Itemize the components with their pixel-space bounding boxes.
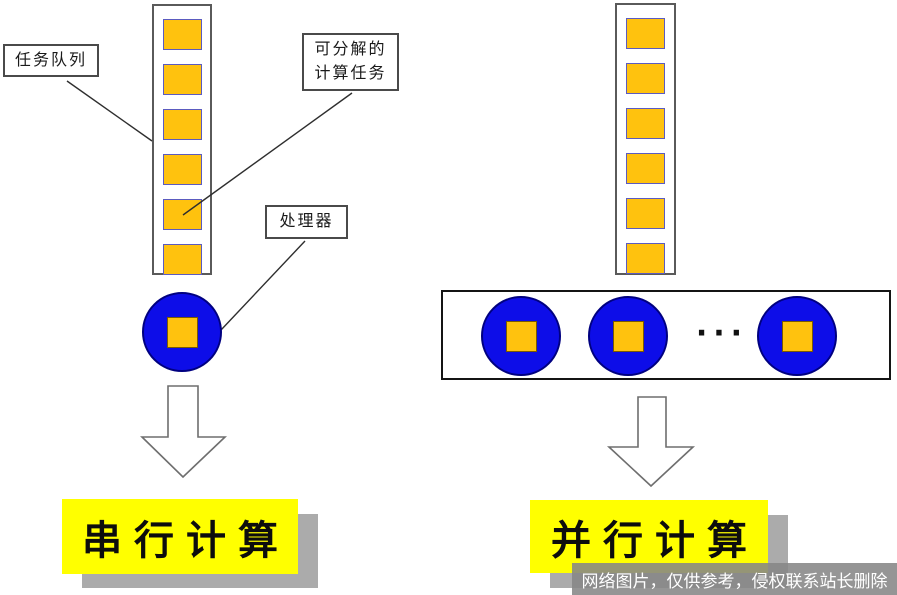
task-block — [162, 19, 202, 50]
task-block — [626, 153, 665, 184]
task-block — [626, 63, 665, 94]
task-block — [626, 243, 665, 274]
decomposable-task-label-line2: 计算任务 — [314, 65, 387, 82]
watermark-text: 网络图片，仅供参考，侵权联系站长删除 — [581, 571, 888, 591]
task-queue-label: 任务队列 — [14, 51, 87, 69]
task-in-parallel-processor-2 — [612, 320, 644, 352]
processor-serial — [142, 292, 222, 372]
task-block — [162, 244, 202, 275]
connector-task-queue-line — [66, 80, 153, 142]
connector-processor-line — [220, 240, 306, 331]
serial-result-text: 串行计算 — [82, 517, 290, 563]
task-queue-left — [152, 4, 212, 275]
decomposable-task-label-line1: 可分解的 — [314, 41, 387, 58]
serial-result-label: 串行计算 — [62, 499, 298, 574]
task-in-parallel-processor-3 — [781, 320, 813, 352]
processor-label-box: 处理器 — [265, 205, 348, 239]
task-block — [162, 64, 202, 95]
task-queue-right — [615, 3, 676, 275]
processor-parallel-2 — [588, 296, 668, 376]
processor-label: 处理器 — [279, 213, 334, 230]
task-block — [626, 198, 665, 229]
task-block — [162, 154, 202, 185]
watermark-bar: 网络图片，仅供参考，侵权联系站长删除 — [572, 563, 897, 595]
task-block — [626, 18, 665, 49]
parallel-result-label: 并行计算 — [530, 500, 768, 573]
task-block — [626, 108, 665, 139]
task-in-parallel-processor-1 — [505, 320, 537, 352]
processor-parallel-3 — [757, 296, 837, 376]
task-block — [162, 199, 202, 230]
decomposable-task-label-box: 可分解的 计算任务 — [302, 33, 399, 91]
parallel-result-text: 并行计算 — [551, 517, 759, 563]
down-arrow-parallel — [606, 396, 696, 488]
parallel-processor-row: ··· — [441, 290, 891, 380]
task-in-serial-processor — [166, 316, 198, 348]
ellipsis-text: ··· — [695, 316, 749, 351]
processor-parallel-1 — [481, 296, 561, 376]
task-block — [162, 109, 202, 140]
down-arrow-serial — [140, 385, 227, 479]
task-queue-label-box: 任务队列 — [3, 44, 99, 77]
